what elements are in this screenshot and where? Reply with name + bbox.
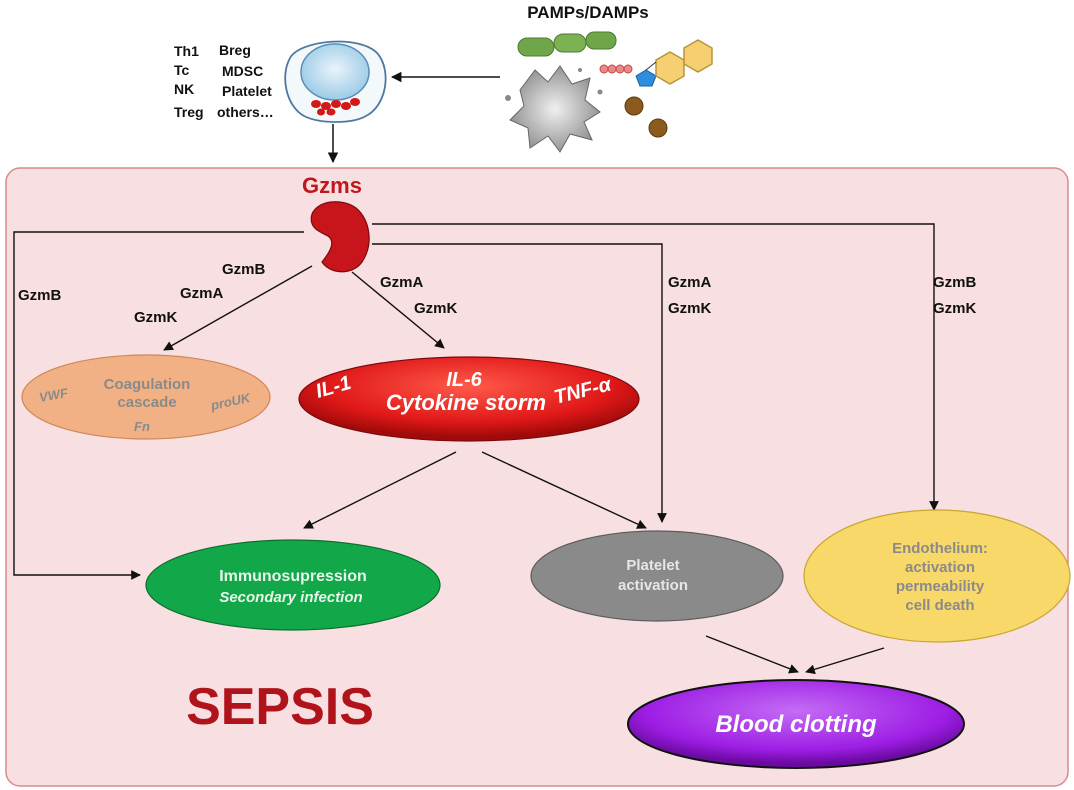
clotting-title: Blood clotting xyxy=(715,711,877,738)
cell-debris-icon xyxy=(505,65,603,153)
pamps-title: PAMPs/DAMPs xyxy=(527,3,649,22)
edge-cytokine-to-platelet xyxy=(481,451,647,529)
label-endo-0: GzmB xyxy=(933,274,977,291)
endothelium-line-3: cell death xyxy=(905,597,974,614)
cytokine-storm-label: Cytokine storm xyxy=(386,390,546,415)
cell-type-col2-0: Breg xyxy=(219,42,251,58)
edge-gzms-to-endothelium xyxy=(372,223,939,511)
molecule-icon xyxy=(599,39,713,87)
immunosupression-node: Immunosupression Secondary infection xyxy=(145,539,441,631)
sepsis-title: SEPSIS xyxy=(186,678,374,736)
edge-gzms-to-platelet xyxy=(372,243,667,523)
gzms-title: Gzms xyxy=(302,173,362,198)
coagulation-title-1: cascade xyxy=(117,394,176,411)
platelet-line-1: activation xyxy=(618,577,688,594)
cell-types-list: Th1 Tc NK Treg Breg MDSC Platelet others… xyxy=(174,42,274,120)
cell-type-col2-1: MDSC xyxy=(222,63,263,79)
edge-gzms-to-immuno xyxy=(13,231,304,580)
cytokine-storm-node: IL-1 IL-6 TNF-α Cytokine storm xyxy=(298,356,640,442)
edge-endothelium-to-clotting xyxy=(805,647,885,675)
cell-type-col1-1: Tc xyxy=(174,62,190,78)
edge-cytokine-to-immuno xyxy=(303,451,457,529)
immuno-subtitle: Secondary infection xyxy=(219,589,362,606)
coagulation-vwf: VWF xyxy=(38,385,70,405)
label-coag-1: GzmA xyxy=(180,285,224,302)
particle-icon xyxy=(624,96,668,138)
endothelium-node: Endothelium: activation permeability cel… xyxy=(803,509,1071,643)
edge-platelet-to-clotting xyxy=(705,635,799,674)
cell-type-col2-2: Platelet xyxy=(222,83,272,99)
cytokine-il6: IL-6 xyxy=(446,369,482,391)
platelet-activation-node: Platelet activation xyxy=(530,530,784,622)
platelet-line-0: Platelet xyxy=(626,557,679,574)
label-platelet-0: GzmA xyxy=(668,274,712,291)
coagulation-node: Coagulation cascade VWF proUK Fn xyxy=(21,354,271,440)
immune-cell-icon xyxy=(284,40,387,123)
cell-type-col1-2: NK xyxy=(174,81,194,97)
cell-type-col1-3: Treg xyxy=(174,104,204,120)
blood-clotting-node: Blood clotting xyxy=(627,679,965,769)
label-left-gzmb: GzmB xyxy=(18,287,62,304)
cell-type-col1-0: Th1 xyxy=(174,43,199,59)
label-platelet-1: GzmK xyxy=(668,300,712,317)
granzyme-icon xyxy=(310,201,370,273)
label-cyto-1: GzmK xyxy=(414,300,458,317)
immuno-title: Immunosupression xyxy=(219,568,367,585)
edge-gzms-to-cytokine xyxy=(351,271,445,349)
edge-gzms-to-coagulation xyxy=(163,265,313,351)
label-coag-2: GzmK xyxy=(134,309,178,326)
bacteria-icon xyxy=(517,31,617,57)
endothelium-line-2: permeability xyxy=(896,578,985,595)
endothelium-line-1: activation xyxy=(905,559,975,576)
label-coag-0: GzmB xyxy=(222,261,266,278)
label-endo-1: GzmK xyxy=(933,300,977,317)
cell-type-col2-3: others… xyxy=(217,104,274,120)
endothelium-line-0: Endothelium: xyxy=(892,540,988,557)
coagulation-title-0: Coagulation xyxy=(104,376,191,393)
label-cyto-0: GzmA xyxy=(380,274,424,291)
coagulation-fn: Fn xyxy=(134,419,150,434)
